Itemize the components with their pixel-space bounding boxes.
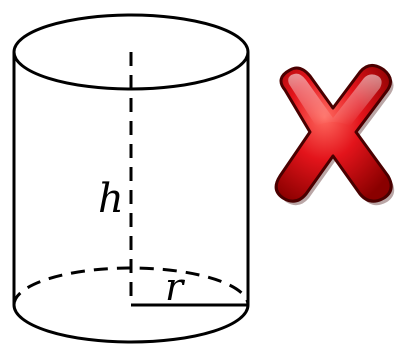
radius-label: r (165, 265, 186, 309)
bottom-back-arc (12, 266, 250, 306)
cross-highlight (288, 73, 382, 126)
bottom-front-arc (12, 304, 250, 344)
cylinder-icon (12, 13, 250, 344)
red-x-cross-icon (274, 64, 395, 206)
height-label: h (98, 176, 124, 222)
